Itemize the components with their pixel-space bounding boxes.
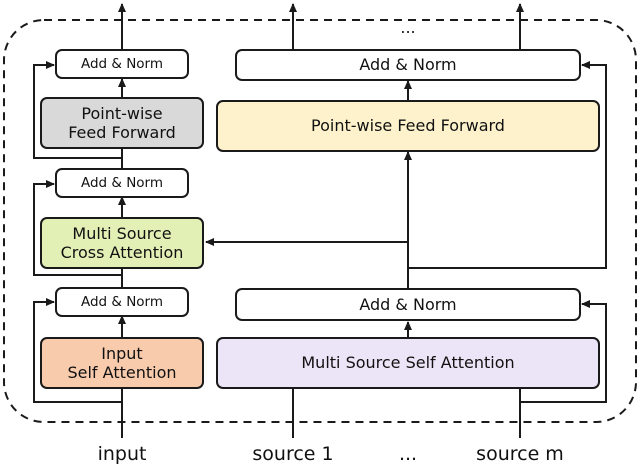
residual-left-1 (33, 298, 122, 403)
multi-source-self-attention-block: Multi Source Self Attention (216, 337, 600, 389)
cross-attention-line1: Multi Source (72, 223, 172, 243)
add-norm-right-2: Add & Norm (235, 49, 581, 81)
point-wise-feed-forward-right-block: Point-wise Feed Forward (216, 100, 600, 152)
add-norm-right-2-label: Add & Norm (359, 55, 457, 75)
cross-attention-line2: Cross Attention (60, 243, 184, 262)
input-self-attention-line2: Self Attention (67, 363, 177, 382)
input-self-attention-line1: Input (101, 343, 143, 363)
add-norm-left-2: Add & Norm (55, 168, 189, 198)
top-ellipsis: ... (400, 18, 416, 37)
label-input: input (97, 443, 147, 465)
add-norm-left-1: Add & Norm (55, 287, 189, 317)
add-norm-left-3-label: Add & Norm (80, 55, 164, 72)
multi-source-self-attention-label: Multi Source Self Attention (301, 353, 515, 373)
layer-boundary (3, 19, 637, 423)
add-norm-right-1: Add & Norm (235, 288, 581, 321)
add-norm-left-3: Add & Norm (55, 49, 189, 79)
label-ellipsis: ... (398, 443, 418, 465)
ffn-left-line2: Feed Forward (68, 123, 176, 142)
add-norm-left-1-label: Add & Norm (80, 293, 164, 310)
multi-source-cross-attention-block: Multi Source Cross Attention (40, 217, 204, 269)
residual-right-2 (408, 61, 607, 269)
ffn-left-line1: Point-wise (81, 103, 163, 123)
residual-right-1 (520, 300, 607, 403)
ffn-right-label: Point-wise Feed Forward (311, 116, 505, 136)
point-wise-feed-forward-left-block: Point-wise Feed Forward (40, 97, 204, 149)
residual-left-2 (33, 180, 122, 276)
label-source-m: source m (476, 443, 564, 465)
input-self-attention-block: Input Self Attention (40, 337, 204, 389)
residual-left-3 (33, 61, 122, 159)
label-source-1: source 1 (252, 443, 334, 465)
add-norm-left-2-label: Add & Norm (80, 174, 164, 191)
add-norm-right-1-label: Add & Norm (359, 294, 457, 314)
